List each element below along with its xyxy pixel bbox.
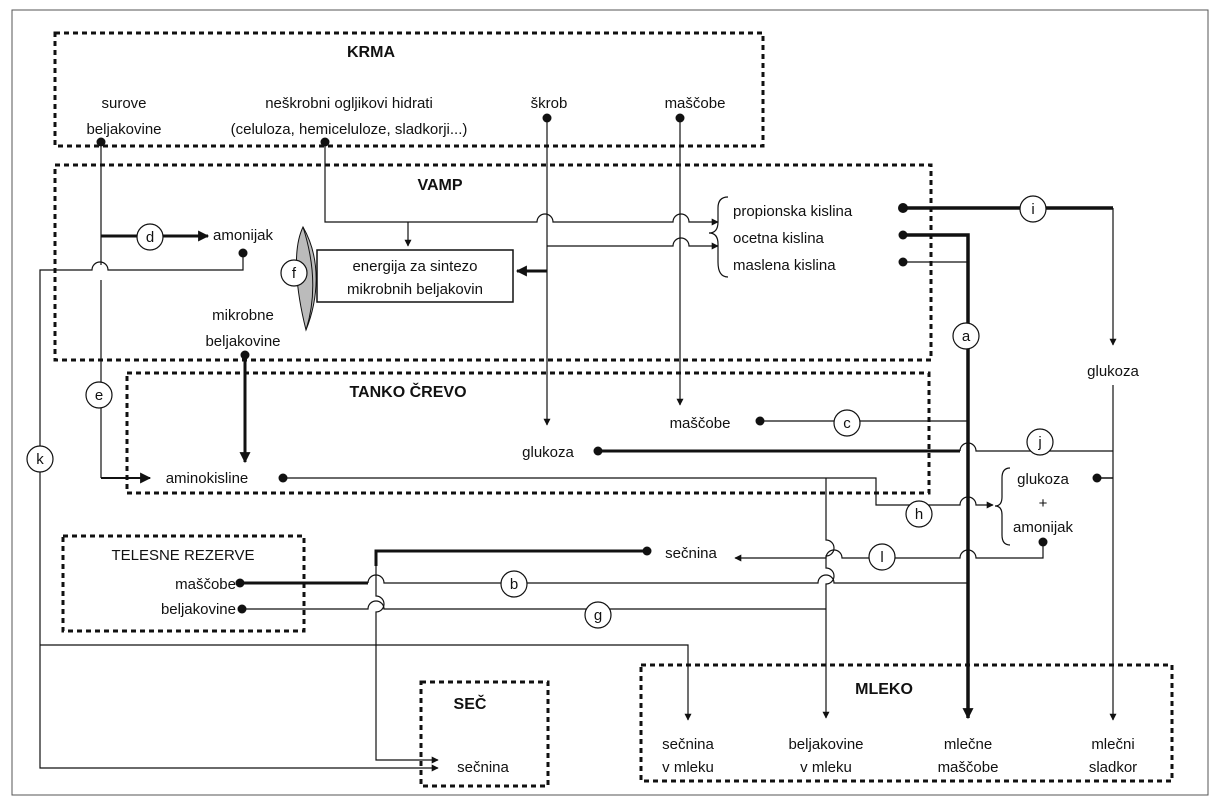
dot-comb-glukoza (1093, 474, 1102, 483)
combined-brace (995, 468, 1010, 545)
sec-title: SEČ (454, 694, 487, 713)
neskrobni-detail-label: (celuloza, hemiceluloze, sladkorji...) (231, 121, 468, 138)
mlecne-mascobe-label-2: maščobe (938, 759, 999, 776)
dot-rezerve-mascobe (236, 579, 245, 588)
mleko-secnina-label-2: v mleku (662, 759, 714, 776)
dot-propionska (898, 203, 908, 213)
glukoza-comb-label: glukoza (1017, 471, 1069, 488)
dot-secnina (643, 547, 652, 556)
mlecne-mascobe-label-1: mlečne (944, 736, 992, 753)
tanko-crevo-title: TANKO ČREVO (349, 382, 466, 401)
tanko-glukoza-label: glukoza (522, 444, 574, 461)
dot-tanko-glukoza (594, 447, 603, 456)
dot-comb-amonijak (1039, 538, 1048, 547)
rezerve-mascobe-label: maščobe (175, 576, 236, 593)
label-a: a (962, 328, 971, 345)
label-k: k (36, 451, 44, 468)
label-h: h (915, 506, 923, 523)
dot-amonijak (239, 249, 248, 258)
connector-lines (40, 118, 1113, 768)
label-c: c (843, 415, 851, 432)
amonijak-comb-label: amonijak (1013, 519, 1074, 536)
surove-beljakovine-label: beljakovine (86, 121, 161, 138)
mleko-title: MLEKO (855, 681, 913, 698)
neskrobni-label: neškrobni ogljikovi hidrati (265, 95, 433, 112)
telesne-rezerve-title: TELESNE REZERVE (111, 547, 254, 564)
dot-ocetna (899, 231, 908, 240)
connector-dots (97, 114, 1102, 614)
label-j: j (1037, 434, 1041, 451)
mleko-secnina-label-1: sečnina (662, 736, 714, 753)
outer-frame (12, 10, 1208, 795)
energija-label-2: mikrobnih beljakovin (347, 281, 483, 298)
path-b-line (368, 575, 968, 583)
surove-label: surove (101, 95, 146, 112)
tanko-mascobe-label: maščobe (670, 415, 731, 432)
rezerve-beljakovine-label: beljakovine (161, 601, 236, 618)
label-i: i (1031, 201, 1034, 218)
dot-skrob (543, 114, 552, 123)
amonijak-label: amonijak (213, 227, 274, 244)
ocetna-label: ocetna kislina (733, 230, 825, 247)
krma-mascobe-label: maščobe (665, 95, 726, 112)
skrob-to-vfa-line (547, 238, 718, 246)
label-l: l (880, 549, 883, 566)
label-g: g (594, 607, 602, 624)
secnina-to-sec-line (376, 566, 438, 760)
path-k-milk-line (40, 645, 688, 720)
protein-to-milk-line (826, 478, 834, 718)
label-e: e (95, 387, 103, 404)
dot-mikrobne (241, 351, 250, 360)
neskrobni-line (325, 142, 718, 222)
path-a-line (905, 235, 968, 718)
dot-krma-mascobe (676, 114, 685, 123)
mleko-beljakovine-label-2: v mleku (800, 759, 852, 776)
mikrobne-beljakovine-label: beljakovine (205, 333, 280, 350)
secnina-thick-line (376, 551, 647, 566)
dot-maslena (899, 258, 908, 267)
vfa-brace (709, 197, 728, 277)
mikrobne-label: mikrobne (212, 307, 274, 324)
mleko-beljakovine-label-1: beljakovine (788, 736, 863, 753)
dot-tanko-mascobe (756, 417, 765, 426)
label-b: b (510, 576, 518, 593)
dot-neskrobni (321, 138, 330, 147)
label-d: d (146, 229, 154, 246)
path-g-line (242, 601, 826, 609)
krma-title: KRMA (347, 44, 395, 61)
glukoza-right-label: glukoza (1087, 363, 1139, 380)
mlecni-sladkor-label-1: mlečni (1091, 736, 1134, 753)
dot-rezerve-beljakovine (238, 605, 247, 614)
dot-surove (97, 138, 106, 147)
vamp-title: VAMP (417, 177, 462, 194)
aminokisline-label: aminokisline (166, 470, 249, 487)
plus-label: + (1039, 495, 1048, 512)
propionska-label: propionska kislina (733, 203, 853, 220)
sec-secnina-label: sečnina (457, 759, 509, 776)
skrob-label: škrob (531, 95, 568, 112)
dot-aminokisline (279, 474, 288, 483)
mlecni-sladkor-label-2: sladkor (1089, 759, 1137, 776)
energija-label-1: energija za sintezo (352, 258, 477, 275)
path-k-line (40, 253, 438, 768)
maslena-label: maslena kislina (733, 257, 836, 274)
secnina-mid-label: sečnina (665, 545, 717, 562)
